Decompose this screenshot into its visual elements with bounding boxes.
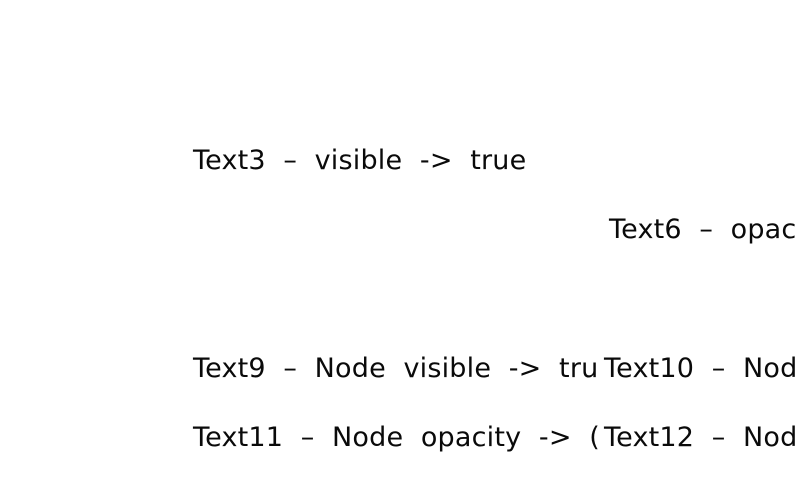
- text-label-text12: Text12 – Nod: [604, 422, 798, 453]
- text-label-text6: Text6 – opac: [609, 214, 797, 245]
- text-label-text10: Text10 – Nod: [604, 353, 798, 384]
- text-label-text3: Text3 – visible -> true: [193, 145, 527, 176]
- text-label-text9: Text9 – Node visible -> tru: [193, 353, 599, 384]
- text-label-text11: Text11 – Node opacity -> (: [193, 422, 600, 453]
